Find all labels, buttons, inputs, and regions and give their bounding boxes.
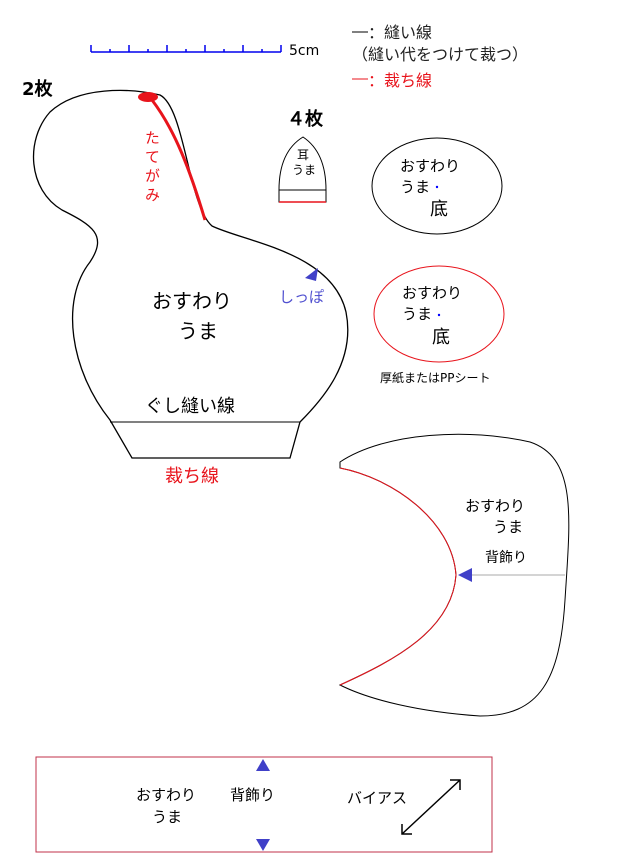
legend-sew-note: （縫い代をつけて裁つ） [352,45,528,64]
ear-piece-outline [278,136,327,191]
tail-marker-icon [305,268,318,281]
base2-label-1: おすわり [402,284,462,302]
back-decoration-cut-line [339,467,457,686]
bias-direction-arrow-icon [401,779,461,835]
ear-count: ４枚 [287,108,324,130]
scale-label: 5cm [289,43,319,59]
body-count: 2枚 [22,78,54,100]
body-title-2: うま [178,319,218,343]
legend-cut-label: ：裁ち線 [368,71,432,90]
back-label-2: うま [493,518,523,536]
gather-label: ぐし縫い線 [145,396,235,417]
ear-label-1: 耳 [297,148,309,162]
body-piece-outline [32,89,349,459]
base2-note: 厚紙またはPPシート [380,370,490,385]
base-piece-outline [371,137,503,235]
base1-label-2: うま [400,178,430,196]
tail-label: しっぽ [279,288,324,306]
ear-seam-allowance [278,189,327,203]
mane-mark [138,92,158,102]
bias-label-1: おすわり [136,786,196,804]
base2-label-2: うま [402,305,432,323]
base2-label-3: 底 [432,327,450,348]
bias-label-2: うま [152,808,182,826]
mane-line [150,99,207,221]
ear-label-2: うま [292,163,316,177]
bias-strip-outline [35,756,493,853]
back-marker-icon [458,568,472,582]
bias-label-4: バイアス [347,789,407,807]
bias-label-3: 背飾り [230,786,275,804]
scale-bar [90,45,282,53]
cut-label: 裁ち線 [165,466,219,487]
body-title-1: おすわり [152,289,232,313]
base1-label-3: 底 [430,199,448,220]
legend-sew-label: ：縫い線 [368,23,432,42]
base1-center-dot [435,185,439,189]
bias-up-marker-icon [256,759,270,771]
bias-down-marker-icon [256,839,270,851]
mane-label: たてがみ [143,130,161,206]
back-label-1: おすわり [465,497,525,515]
base-board-outline [373,265,505,363]
base2-center-dot [437,313,441,317]
back-label-3: 背飾り [485,550,527,566]
base1-label-1: おすわり [400,157,460,175]
